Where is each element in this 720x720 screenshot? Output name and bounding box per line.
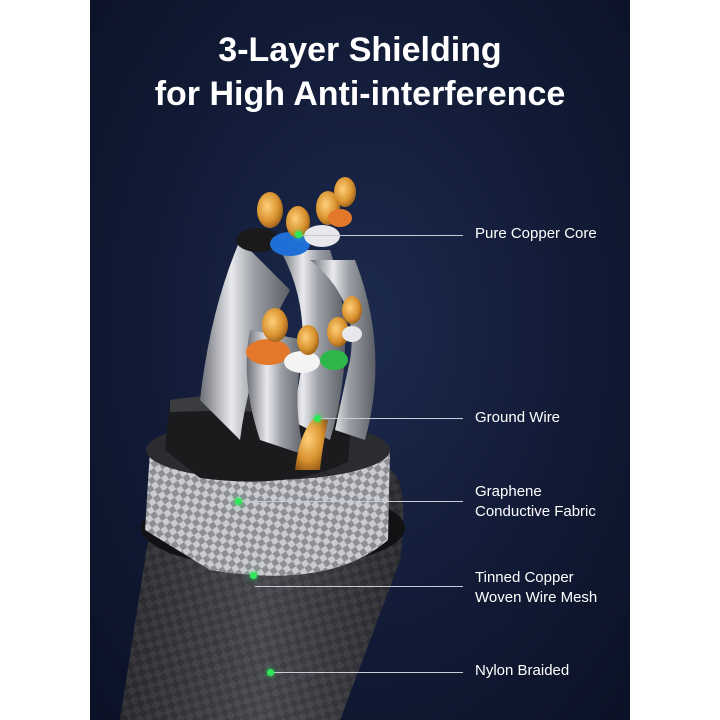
callout-dot-tinned-copper-mesh <box>250 572 257 579</box>
label-ground-wire-text: Ground Wire <box>475 409 561 426</box>
lower-conductors <box>246 296 362 373</box>
product-image-frame: 3-Layer Shielding for High Anti-interfer… <box>90 0 630 720</box>
callout-line-nylon-braided <box>272 672 463 673</box>
label-pure-copper-core-text: Pure Copper Core <box>475 225 597 242</box>
callout-dot-nylon-braided <box>267 669 274 676</box>
callout-line-pure-copper-core <box>298 235 463 236</box>
label-graphene-fabric: Graphene Conductive Fabric <box>475 482 596 522</box>
callout-line-tinned-copper-mesh <box>255 586 463 587</box>
label-tinned-copper-mesh: Tinned Copper Woven Wire Mesh <box>475 568 597 608</box>
callout-line-graphene-fabric <box>240 501 463 502</box>
headline-line-2: for High Anti-interference <box>154 75 566 113</box>
label-tinned-copper-mesh-line-2: Woven Wire Mesh <box>475 589 598 606</box>
ground-wire-strand <box>295 418 328 470</box>
cable-illustration <box>120 177 405 720</box>
callout-dot-pure-copper-core <box>295 231 302 238</box>
label-pure-copper-core: Pure Copper Core <box>475 224 597 244</box>
label-nylon-braided: Nylon Braided <box>475 661 569 681</box>
callout-line-ground-wire <box>318 418 463 419</box>
label-graphene-fabric-line-1: Graphene <box>475 483 542 500</box>
headline-line-1: 3-Layer Shielding <box>218 31 502 69</box>
label-nylon-braided-text: Nylon Braided <box>475 662 570 679</box>
upper-conductors <box>236 177 356 256</box>
label-graphene-fabric-line-2: Conductive Fabric <box>475 503 596 520</box>
callout-dot-graphene-fabric <box>235 498 242 505</box>
label-ground-wire: Ground Wire <box>475 408 560 428</box>
label-tinned-copper-mesh-line-1: Tinned Copper <box>475 569 574 586</box>
callout-dot-ground-wire <box>314 415 321 422</box>
